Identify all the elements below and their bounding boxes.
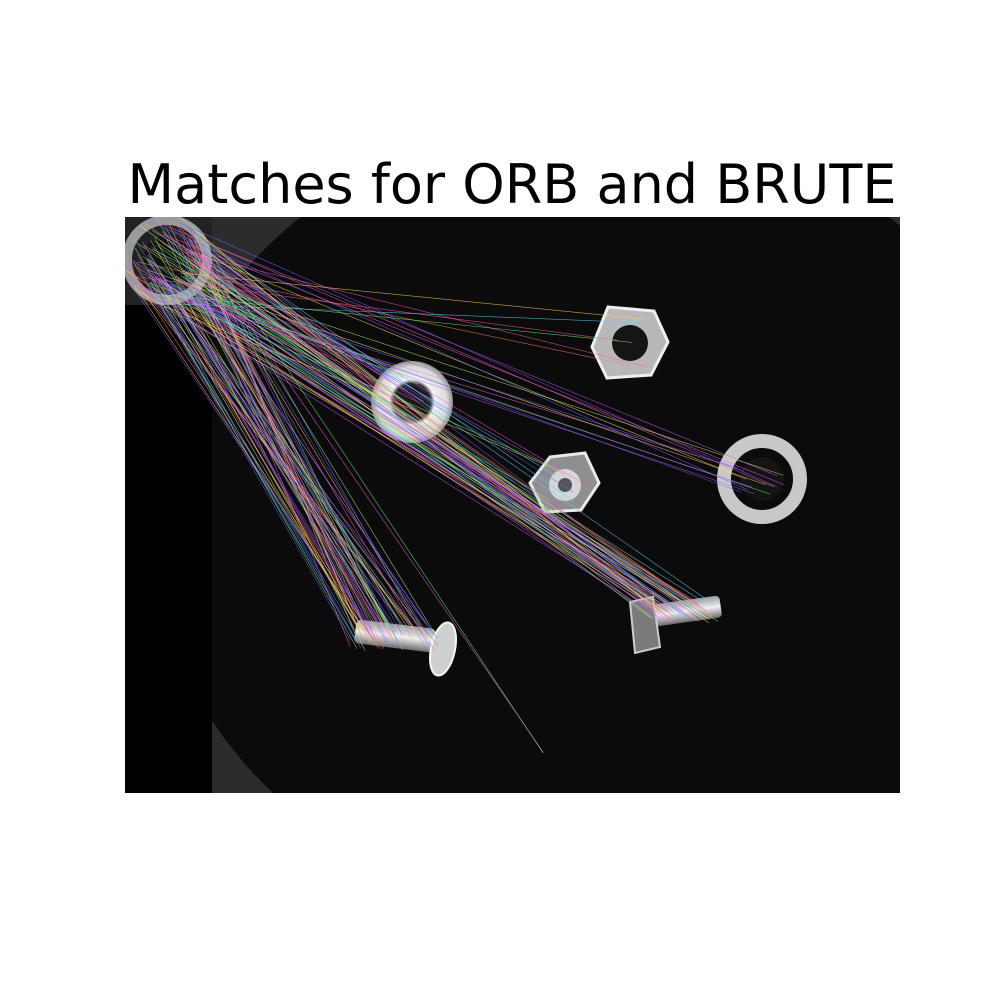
match-line [136, 262, 351, 641]
match-image [125, 217, 900, 793]
match-line [163, 234, 784, 485]
match-line [162, 294, 738, 469]
match-line [192, 288, 404, 651]
match-line [176, 291, 379, 624]
match-line [185, 271, 385, 649]
match-line [150, 281, 365, 649]
match-line [192, 251, 712, 617]
match-line [152, 230, 555, 476]
match-line [161, 280, 659, 605]
match-line [150, 275, 676, 607]
match-line [129, 271, 381, 650]
match-line [187, 236, 544, 753]
match-line [150, 282, 358, 650]
match-line [136, 286, 663, 620]
match-line [156, 221, 774, 487]
left-pad [125, 305, 212, 793]
match-line [160, 304, 563, 473]
match-line [184, 251, 647, 367]
match-line [175, 277, 435, 651]
match-line [161, 287, 372, 644]
match-line [161, 281, 745, 472]
match-line [135, 276, 618, 341]
match-line [194, 240, 687, 619]
match-line [184, 255, 408, 405]
match-line [134, 248, 362, 635]
match-line [195, 230, 407, 417]
match-line [186, 234, 778, 476]
match-line [191, 289, 405, 379]
match-line [147, 288, 755, 494]
match-line [199, 282, 784, 476]
match-line [194, 235, 575, 502]
match-line [153, 278, 404, 403]
match-line [189, 228, 402, 649]
match-line [204, 271, 565, 475]
match-line [131, 259, 661, 623]
match-line [162, 234, 585, 485]
match-line [169, 283, 409, 422]
match-line [134, 265, 698, 603]
match-line [135, 240, 395, 626]
match-line [157, 282, 398, 640]
match-line [209, 251, 428, 645]
match-line [179, 217, 659, 612]
match-line [139, 225, 392, 409]
match-line [176, 223, 376, 640]
match-line [167, 291, 655, 604]
match-line [173, 299, 699, 606]
match-line [155, 302, 643, 324]
match-line [180, 272, 645, 320]
match-line [185, 248, 574, 493]
match-line [186, 248, 747, 480]
match-line [147, 220, 747, 490]
match-line [144, 288, 691, 619]
match-line [151, 248, 418, 385]
match-line [178, 278, 708, 617]
match-line [181, 275, 710, 620]
match-line [136, 284, 421, 638]
match-line [192, 225, 544, 754]
match-line [170, 298, 378, 649]
match-line [186, 226, 699, 615]
match-line [179, 222, 777, 487]
keypoint-match-lines [125, 217, 784, 754]
match-line [184, 271, 652, 619]
match-line [161, 231, 712, 618]
match-line [176, 293, 659, 608]
match-line [193, 287, 427, 624]
match-line [142, 256, 550, 501]
match-line [183, 297, 752, 488]
match-line [190, 268, 685, 614]
match-line [125, 270, 658, 613]
match-line [168, 235, 675, 618]
match-line [195, 242, 440, 641]
hex-nut-top [590, 305, 670, 380]
match-line [158, 293, 633, 343]
match-line [147, 254, 392, 628]
match-line [143, 244, 695, 603]
match-line [199, 264, 426, 647]
figure-title: Matches for ORB and BRUTE [127, 153, 897, 216]
match-line [153, 292, 356, 641]
match-line [195, 236, 676, 619]
